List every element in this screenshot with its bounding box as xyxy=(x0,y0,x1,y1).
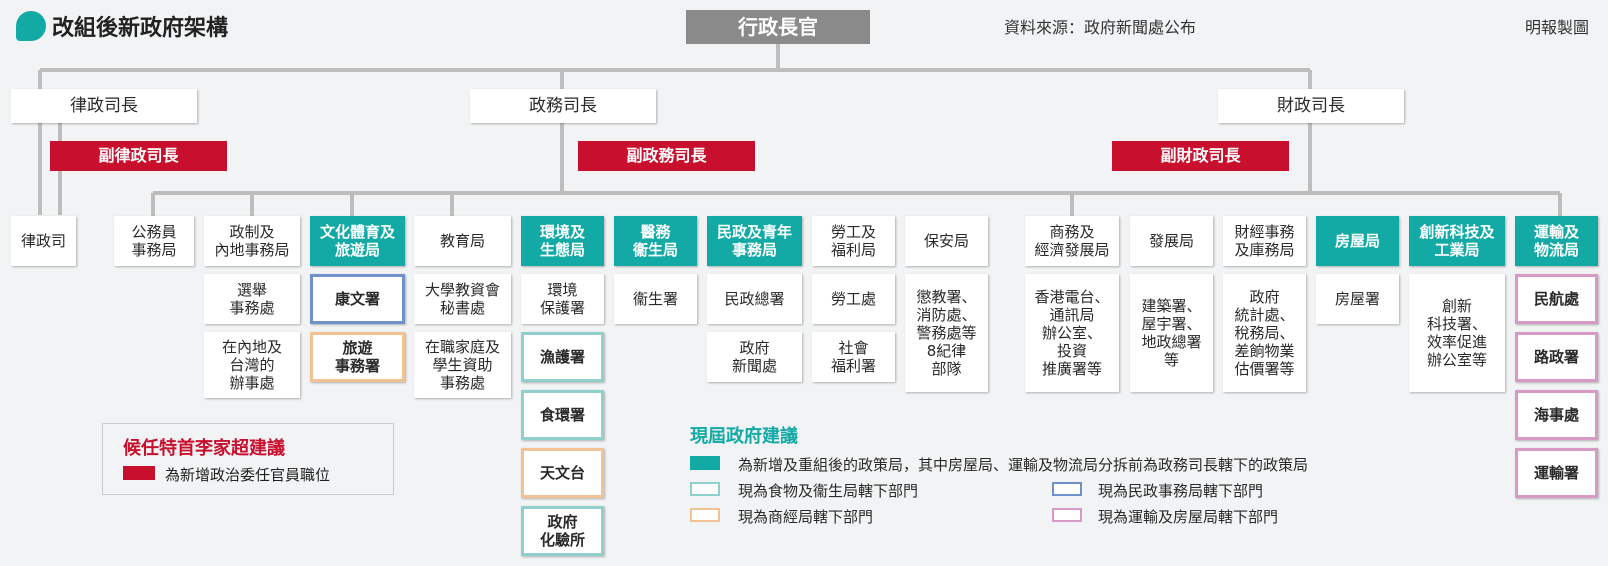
bureau-culture-sports-tourism: 文化體育及 旅遊局 xyxy=(310,216,405,266)
bureau-innovation-technology-industry: 創新科技及 工業局 xyxy=(1409,216,1505,266)
legend-teal-outline-swatch xyxy=(690,482,720,496)
bureau-housing: 房屋局 xyxy=(1316,216,1399,266)
dept-home-affairs: 民政總署 xyxy=(707,274,802,324)
dept-itc-efficiency-office: 創新 科技署、 效率促進 辦公室等 xyxy=(1409,274,1505,392)
dept-social-welfare: 社會 福利署 xyxy=(812,332,895,382)
bureau-commerce-economic: 商務及 經濟發展局 xyxy=(1025,216,1119,266)
dept-civil-aviation: 民航處 xyxy=(1515,274,1598,324)
dept-information-services: 政府 新聞處 xyxy=(707,332,802,382)
legend-thb-label: 現為運輸及房屋局轄下部門 xyxy=(1098,508,1279,526)
legend-new-bureau-label: 為新增及重組後的政策局，其中房屋局、運輸及物流局分拆前為政務司長轄下的政策局 xyxy=(738,456,1309,474)
dept-lcsd: 康文署 xyxy=(310,274,405,324)
legend-candidate: 候任特首李家超建議 為新增政治委任官員職位 xyxy=(102,423,394,495)
bureau-financial-services-treasury: 財經事務 及庫務局 xyxy=(1223,216,1306,266)
dept-tourism-commission: 旅遊 事務署 xyxy=(310,332,405,382)
dept-registration-electoral: 選舉 事務處 xyxy=(204,274,300,324)
chief-secretary-box: 政務司長 xyxy=(470,89,656,123)
bureau-education: 教育局 xyxy=(414,216,511,266)
bureau-constitutional-mainland: 政制及 內地事務局 xyxy=(204,216,300,266)
deputy-secretary-justice-box: 副律政司長 xyxy=(50,141,227,171)
bureau-environment-ecology: 環境及 生態局 xyxy=(521,216,604,266)
bureau-civil-service: 公務員 事務局 xyxy=(114,216,194,266)
legend-current-title: 現屆政府建議 xyxy=(690,426,798,447)
credit-note: 明報製圖 xyxy=(1525,18,1590,37)
legend-cedb-label: 現為商經局轄下部門 xyxy=(738,508,874,526)
dept-censtatd-ird-rvd: 政府 統計處、 稅務局、 差餉物業 估價署等 xyxy=(1223,274,1306,392)
bureau-development: 發展局 xyxy=(1130,216,1213,266)
legend-fhb-label: 現為食物及衞生局轄下部門 xyxy=(738,482,919,500)
legend-candidate-title: 候任特首李家超建議 xyxy=(123,438,285,459)
legend-pink-outline-swatch xyxy=(1052,508,1082,522)
dept-housing: 房屋署 xyxy=(1316,274,1399,324)
legend-orange-outline-swatch xyxy=(690,508,720,522)
dept-archsd-bd-landsd: 建築署、 屋宇署、 地政總署 等 xyxy=(1130,274,1213,392)
dept-mainland-taiwan-offices: 在內地及 台灣的 辦事處 xyxy=(204,332,300,398)
source-note: 資料來源：政府新聞處公布 xyxy=(1004,18,1197,37)
chief-executive-box: 行政長官 xyxy=(686,10,870,44)
chart-title: 改組後新政府架構 xyxy=(52,15,229,41)
dept-disciplined-services: 懲教署、 消防處、 警務處等 8紀律 部隊 xyxy=(905,274,988,392)
dept-afcd: 漁護署 xyxy=(521,332,604,382)
dept-fehd: 食環署 xyxy=(521,390,604,440)
dept-observatory: 天文台 xyxy=(521,448,604,498)
dept-transport: 運輸署 xyxy=(1515,448,1598,498)
legend-teal-fill-swatch xyxy=(690,456,720,470)
speech-bubble-icon xyxy=(16,11,46,41)
bureau-security: 保安局 xyxy=(905,216,988,266)
deputy-financial-secretary-box: 副財政司長 xyxy=(1112,141,1289,171)
bureau-health: 醫務 衞生局 xyxy=(614,216,697,266)
bureau-labour-welfare: 勞工及 福利局 xyxy=(812,216,895,266)
deputy-chief-secretary-box: 副政務司長 xyxy=(578,141,755,171)
legend-blue-outline-swatch xyxy=(1052,482,1082,496)
legend-red-swatch xyxy=(123,466,155,480)
legend-hab-label: 現為民政事務局轄下部門 xyxy=(1098,482,1264,500)
financial-secretary-box: 財政司長 xyxy=(1218,89,1404,123)
legend-candidate-label: 為新增政治委任官員職位 xyxy=(165,466,331,484)
dept-government-laboratory: 政府 化驗所 xyxy=(521,506,604,556)
dept-health: 衞生署 xyxy=(614,274,697,324)
dept-wfsfaa: 在職家庭及 學生資助 事務處 xyxy=(414,332,511,398)
secretary-justice-box: 律政司長 xyxy=(11,89,197,123)
dept-epd: 環境 保護署 xyxy=(521,274,604,324)
dept-marine: 海事處 xyxy=(1515,390,1598,440)
dept-highways: 路政署 xyxy=(1515,332,1598,382)
dept-rthk-ofca-investhk: 香港電台、 通訊局 辦公室、 投資 推廣署等 xyxy=(1025,274,1119,392)
bureau-transport-logistics: 運輸及 物流局 xyxy=(1515,216,1598,266)
dept-labour: 勞工處 xyxy=(812,274,895,324)
bureau-home-youth-affairs: 民政及青年 事務局 xyxy=(707,216,802,266)
department-of-justice-box: 律政司 xyxy=(11,216,76,266)
dept-ugc-secretariat: 大學教資會 秘書處 xyxy=(414,274,511,324)
